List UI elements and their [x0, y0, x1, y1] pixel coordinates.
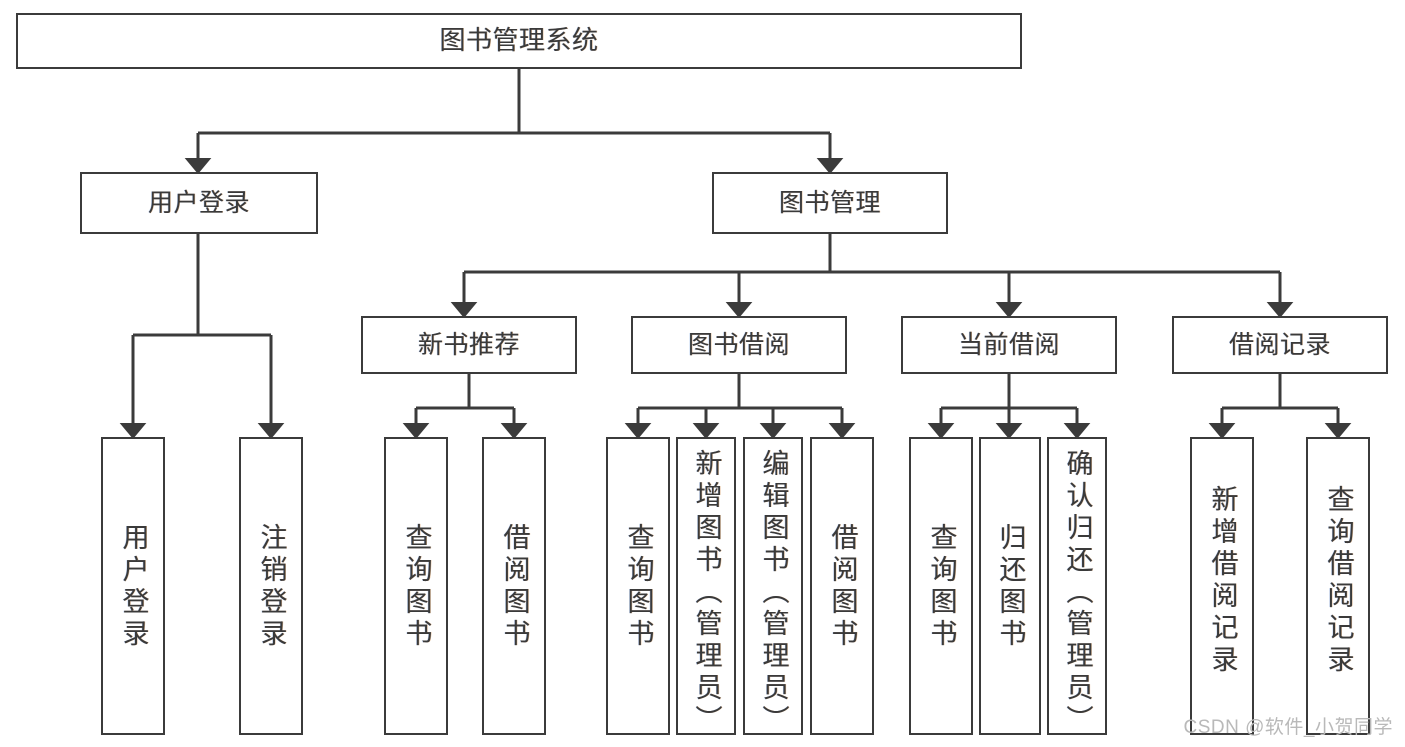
- node-label: 借阅图书: [499, 523, 530, 651]
- node-label: 编辑图书（管理员）: [758, 449, 789, 737]
- node-label: 查询图书: [401, 523, 432, 651]
- node-label: 新增借阅记录: [1207, 485, 1238, 677]
- node-label: 借阅图书: [827, 523, 858, 651]
- node-label: 图书管理系统: [439, 25, 599, 56]
- leaf-confirm-return-admin[interactable]: 确认归还（管理员）: [1047, 437, 1107, 737]
- watermark-text: CSDN @软件_小贺同学: [1183, 717, 1393, 738]
- node-label: 图书借阅: [687, 331, 790, 359]
- leaf-add-borrow-record[interactable]: 新增借阅记录: [1190, 437, 1254, 735]
- leaf-borrow-book-recommend[interactable]: 借阅图书: [482, 437, 546, 735]
- node-label: 新书推荐: [417, 331, 520, 359]
- node-label: 注销登录: [256, 523, 287, 651]
- node-label: 归还图书: [995, 523, 1026, 651]
- node-current-borrow[interactable]: 当前借阅: [901, 316, 1117, 374]
- node-label: 当前借阅: [957, 331, 1060, 359]
- node-book-borrow[interactable]: 图书借阅: [631, 316, 847, 374]
- leaf-query-borrow-record[interactable]: 查询借阅记录: [1306, 437, 1370, 735]
- leaf-user-login[interactable]: 用户登录: [101, 437, 165, 735]
- leaf-borrow-book[interactable]: 借阅图书: [810, 437, 874, 735]
- node-book-management[interactable]: 图书管理: [712, 172, 948, 234]
- node-label: 用户登录: [147, 189, 250, 217]
- leaf-edit-book-admin[interactable]: 编辑图书（管理员）: [743, 437, 803, 737]
- node-label: 新增图书（管理员）: [691, 449, 722, 737]
- leaf-query-book-current[interactable]: 查询图书: [909, 437, 973, 735]
- leaf-return-book[interactable]: 归还图书: [979, 437, 1041, 735]
- node-label: 图书管理: [778, 189, 881, 217]
- node-user-login[interactable]: 用户登录: [80, 172, 318, 234]
- node-label: 查询图书: [623, 523, 654, 651]
- node-label: 查询借阅记录: [1323, 485, 1354, 677]
- node-root-book-management-system[interactable]: 图书管理系统: [16, 13, 1022, 69]
- node-borrow-record[interactable]: 借阅记录: [1172, 316, 1388, 374]
- leaf-query-book-recommend[interactable]: 查询图书: [384, 437, 448, 735]
- leaf-logout-login[interactable]: 注销登录: [239, 437, 303, 735]
- node-label: 查询图书: [926, 523, 957, 651]
- leaf-query-book-borrow[interactable]: 查询图书: [606, 437, 670, 735]
- node-new-book-recommend[interactable]: 新书推荐: [361, 316, 577, 374]
- node-label: 确认归还（管理员）: [1062, 449, 1093, 737]
- node-label: 借阅记录: [1228, 331, 1331, 359]
- leaf-add-book-admin[interactable]: 新增图书（管理员）: [676, 437, 736, 737]
- node-label: 用户登录: [118, 523, 149, 651]
